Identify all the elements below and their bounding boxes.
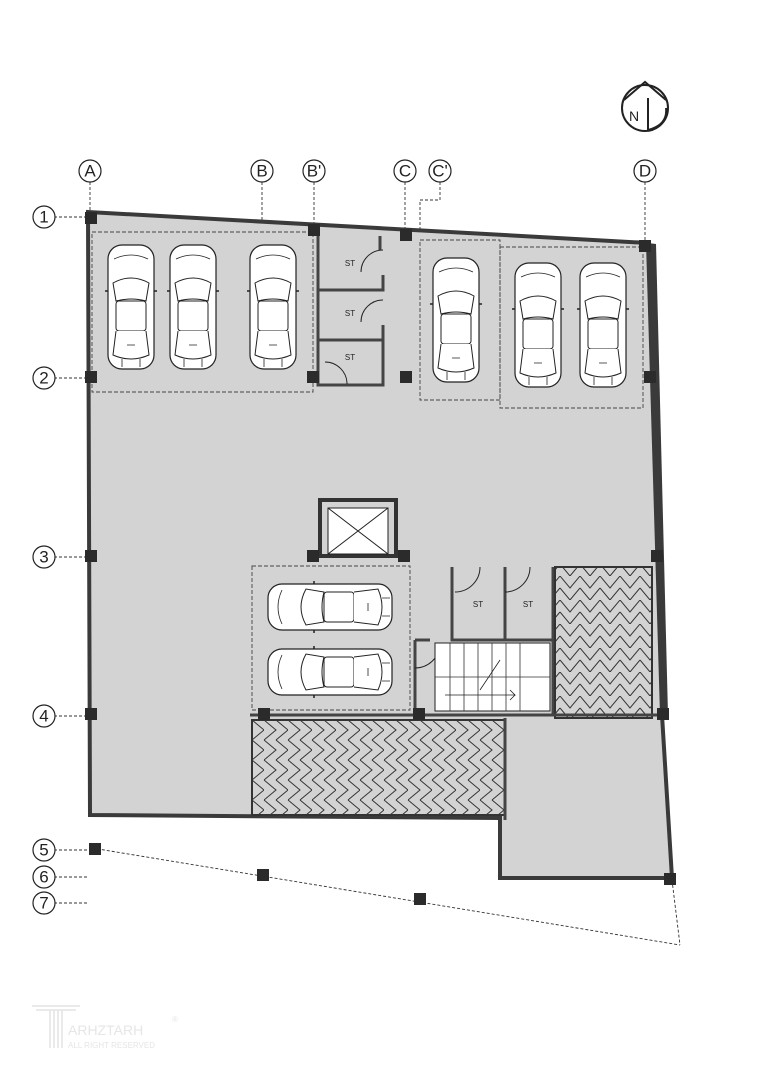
- grid-label: 2: [39, 369, 48, 388]
- grid-label: 1: [39, 208, 48, 227]
- car: [267, 580, 393, 634]
- ramp-bottom: [251, 719, 506, 816]
- grid-label: 6: [39, 868, 48, 887]
- grid-lines: [54, 182, 681, 946]
- watermark-logo: ARHZTARH ALL RIGHT RESERVED ®: [32, 1005, 178, 1050]
- watermark-brand: ARHZTARH: [68, 1022, 143, 1038]
- car: [429, 257, 483, 383]
- elevator-shaft: [318, 498, 398, 558]
- grid-label: C': [432, 162, 448, 181]
- storage-label: ST: [345, 353, 355, 362]
- car: [166, 244, 220, 370]
- storage-rooms-bottom: ST ST: [413, 566, 555, 717]
- grid-label: D: [639, 162, 651, 181]
- parking-bay: [251, 565, 411, 711]
- grid-label: B': [307, 162, 322, 181]
- grid-label: A: [84, 162, 96, 181]
- car: [267, 645, 393, 699]
- parking-bay: [499, 246, 644, 409]
- staircase: [434, 642, 551, 712]
- car: [104, 244, 158, 370]
- grid-label: 5: [39, 841, 48, 860]
- grid-label: B: [256, 162, 267, 181]
- ramp-right: [554, 566, 653, 719]
- watermark-registered: ®: [172, 1015, 178, 1024]
- grid-label: 4: [39, 707, 48, 726]
- grid-label: 7: [39, 894, 48, 913]
- storage-label: ST: [473, 600, 483, 609]
- storage-label: ST: [523, 600, 533, 609]
- grid-bubbles-columns: A B B' C C' D: [78, 159, 657, 183]
- side-wall-thick: [648, 243, 668, 715]
- storage-rooms-top: ST ST ST: [316, 228, 385, 387]
- north-arrow-icon: N: [621, 80, 669, 132]
- north-label: N: [629, 108, 639, 124]
- car: [246, 244, 300, 370]
- exterior-wall: [85, 209, 675, 880]
- car: [576, 262, 630, 388]
- storage-label: ST: [345, 309, 355, 318]
- grid-label: 3: [39, 548, 48, 567]
- grid-bubbles-rows: 1 2 3 4 5 6 7: [32, 205, 56, 915]
- watermark-tagline: ALL RIGHT RESERVED: [68, 1041, 155, 1050]
- parking-bay: [91, 231, 314, 393]
- columns: [85, 212, 676, 905]
- grid-label: C: [399, 162, 411, 181]
- car: [511, 262, 565, 388]
- storage-label: ST: [345, 259, 355, 268]
